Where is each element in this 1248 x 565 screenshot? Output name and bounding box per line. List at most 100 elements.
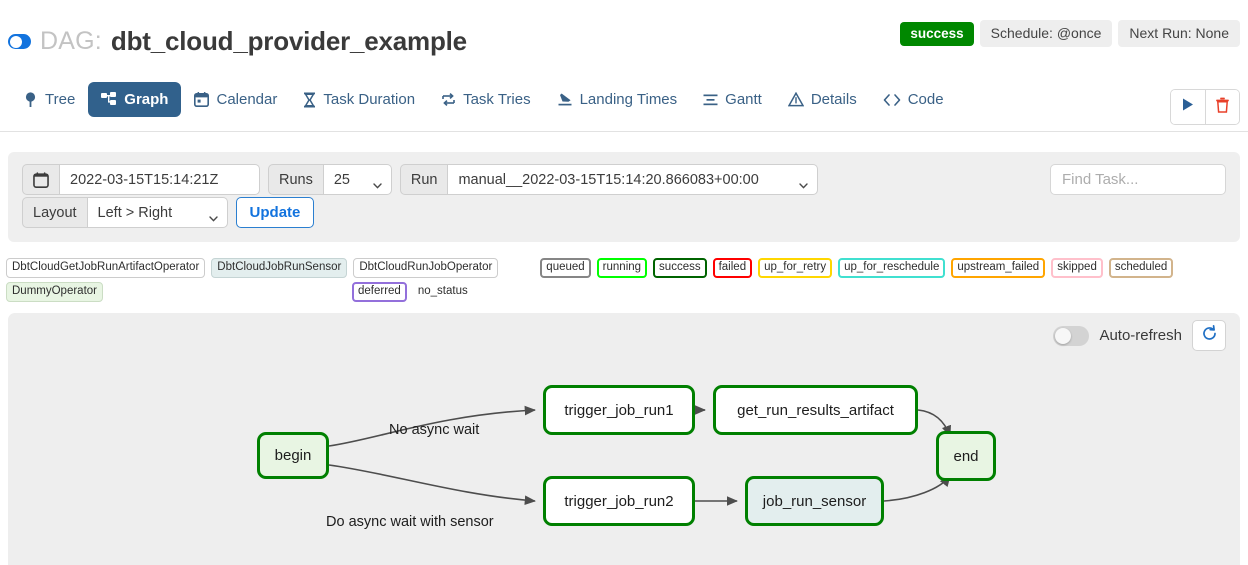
next-run-badge: Next Run: None [1118, 20, 1240, 47]
graph-node-job-run-sensor[interactable]: job_run_sensor [745, 476, 884, 526]
graph-icon [101, 92, 117, 107]
execution-date-input[interactable]: 2022-03-15T15:14:21Z [60, 164, 260, 195]
legend-status-upstream-failed: upstream_failed [951, 258, 1046, 278]
tab-landing-times[interactable]: Landing Times [544, 82, 691, 117]
tab-task-duration[interactable]: Task Duration [290, 82, 428, 117]
execution-date-group: 2022-03-15T15:14:21Z [22, 164, 260, 195]
legend-operator[interactable]: DbtCloudGetJobRunArtifactOperator [6, 258, 206, 278]
run-group: Run manual__2022-03-15T15:14:20.866083+0… [399, 164, 819, 195]
legend-status-scheduled: scheduled [1108, 258, 1174, 278]
tab-label: Tree [45, 91, 76, 108]
legend-status-success: success [653, 258, 707, 278]
view-tabs-bar: Tree Graph Calendar Task Duration [0, 82, 1248, 132]
dag-action-buttons [1170, 89, 1240, 125]
tree-icon [23, 91, 38, 108]
chevron-down-icon [208, 210, 218, 222]
legend-status-queued: queued [540, 258, 591, 278]
edge-label-do-async-wait: Do async wait with sensor [326, 514, 494, 530]
auto-refresh-toggle[interactable] [1053, 325, 1090, 346]
calendar-icon [22, 164, 60, 195]
legend-status-running: running [596, 258, 648, 278]
layout-group: Layout Left > Right [22, 197, 228, 228]
tab-label: Details [810, 91, 857, 108]
dag-title: DAG: dbt_cloud_provider_example [8, 26, 467, 57]
dag-pause-toggle[interactable] [8, 34, 31, 49]
auto-refresh-label: Auto-refresh [1099, 327, 1182, 344]
graph-node-begin[interactable]: begin [257, 432, 329, 479]
tab-task-tries[interactable]: Task Tries [428, 82, 544, 117]
legend-status-no-status: no_status [417, 285, 468, 297]
find-task-input[interactable]: Find Task... [1050, 164, 1226, 195]
calendar-icon [194, 92, 210, 107]
run-value: manual__2022-03-15T15:14:20.866083+00:00 [458, 171, 759, 188]
hourglass-icon [303, 92, 316, 108]
legend-row-1: DbtCloudGetJobRunArtifactOperator DbtClo… [0, 258, 1248, 278]
tab-gantt[interactable]: Gantt [690, 82, 775, 117]
runs-group: Runs 25 [268, 164, 392, 195]
gantt-icon [703, 93, 718, 107]
controls-row-2: Layout Left > Right Update [22, 197, 315, 228]
graph-node-trigger-job-run1[interactable]: trigger_job_run1 [543, 385, 695, 435]
refresh-button[interactable] [1192, 320, 1226, 351]
run-label: Run [399, 164, 449, 195]
header-badges: success Schedule: @once Next Run: None [900, 20, 1240, 47]
status-badge: success [900, 21, 974, 46]
tab-label: Task Duration [323, 91, 416, 108]
tab-code[interactable]: Code [870, 82, 957, 117]
graph-legend: DbtCloudGetJobRunArtifactOperator DbtClo… [0, 258, 1248, 302]
edge-label-no-async-wait: No async wait [389, 422, 480, 438]
legend-status-skipped: skipped [1051, 258, 1103, 278]
graph-node-trigger-job-run2[interactable]: trigger_job_run2 [543, 476, 695, 526]
landing-icon [557, 92, 573, 107]
dag-name: dbt_cloud_provider_example [110, 26, 467, 56]
graph-canvas: Auto-refresh [8, 313, 1240, 565]
edge-begin-to-trigger1 [328, 405, 536, 447]
graph-node-get-run-results-artifact[interactable]: get_run_results_artifact [713, 385, 918, 435]
layout-select[interactable]: Left > Right [87, 197, 228, 228]
page-header: DAG: dbt_cloud_provider_example success … [0, 0, 1248, 70]
tab-graph[interactable]: Graph [88, 82, 182, 117]
tab-label: Calendar [216, 91, 278, 108]
tab-label: Landing Times [579, 91, 678, 108]
dag-graph: begin trigger_job_run1 get_run_results_a… [8, 313, 1240, 565]
tab-label: Task Tries [463, 91, 531, 108]
tab-details[interactable]: Details [775, 82, 870, 117]
runs-value: 25 [333, 171, 350, 188]
legend-status-up-for-reschedule: up_for_reschedule [838, 258, 946, 278]
graph-edges [328, 405, 952, 506]
legend-status-deferred: deferred [352, 282, 407, 302]
legend-status-up-for-retry: up_for_retry [758, 258, 833, 278]
controls-row-1: 2022-03-15T15:14:21Z Runs 25 Run manual_… [22, 164, 819, 195]
legend-row-2: DummyOperator deferred no_status [0, 282, 1248, 302]
legend-operator[interactable]: DummyOperator [6, 282, 103, 302]
graph-toolbar: Auto-refresh [1053, 320, 1226, 351]
dag-label: DAG: [40, 27, 102, 55]
legend-status-failed: failed [712, 258, 753, 278]
runs-label: Runs [268, 164, 324, 195]
trigger-dag-button[interactable] [1171, 90, 1205, 124]
update-button[interactable]: Update [235, 197, 315, 228]
tab-label: Graph [124, 91, 169, 108]
tab-calendar[interactable]: Calendar [181, 82, 290, 117]
runs-select[interactable]: 25 [323, 164, 392, 195]
code-icon [883, 93, 901, 107]
schedule-badge[interactable]: Schedule: @once [979, 20, 1113, 47]
chevron-down-icon [373, 177, 382, 189]
legend-operator[interactable]: DbtCloudJobRunSensor [211, 258, 348, 278]
legend-operator[interactable]: DbtCloudRunJobOperator [353, 258, 499, 278]
layout-label: Layout [22, 197, 88, 228]
view-tabs: Tree Graph Calendar Task Duration [10, 82, 957, 117]
chevron-down-icon [799, 177, 809, 189]
refresh-icon [1201, 324, 1218, 347]
tab-label: Gantt [725, 91, 762, 108]
tab-label: Code [907, 91, 944, 108]
delete-dag-button[interactable] [1205, 90, 1239, 124]
graph-node-end[interactable]: end [936, 431, 996, 481]
tab-tree[interactable]: Tree [10, 82, 88, 117]
run-select[interactable]: manual__2022-03-15T15:14:20.866083+00:00 [448, 164, 819, 195]
dag-controls-bar: 2022-03-15T15:14:21Z Runs 25 Run manual_… [8, 152, 1240, 242]
play-icon [1181, 97, 1195, 117]
warning-triangle-icon [787, 92, 804, 107]
edge-begin-to-trigger2 [328, 464, 536, 505]
